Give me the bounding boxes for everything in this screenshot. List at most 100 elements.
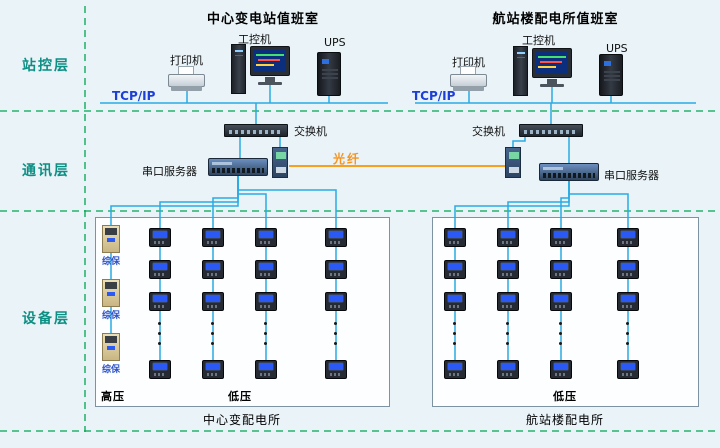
- meter-buttons: [330, 273, 342, 276]
- power-meter-icon: [202, 260, 224, 279]
- meter-buttons: [260, 305, 272, 308]
- meter-screen: [554, 295, 568, 302]
- meter-screen: [259, 363, 273, 370]
- meter-buttons: [502, 273, 514, 276]
- ellipsis-dot: [559, 342, 562, 345]
- station-title-left: 中心变电站值班室: [206, 12, 319, 27]
- switch-icon-left: [224, 124, 288, 137]
- ellipsis-dot: [626, 332, 629, 335]
- low-voltage-label: 低压: [228, 390, 252, 403]
- meter-buttons: [330, 373, 342, 376]
- meter-screen: [153, 363, 167, 370]
- meter-screen: [554, 363, 568, 370]
- power-meter-icon: [550, 360, 572, 379]
- serial-server-label-left: 串口服务器: [142, 165, 197, 178]
- ellipsis-dot: [506, 322, 509, 325]
- meter-buttons: [260, 273, 272, 276]
- power-meter-icon: [497, 260, 519, 279]
- meter-buttons: [207, 305, 219, 308]
- meter-screen: [329, 295, 343, 302]
- meter-screen: [206, 231, 220, 238]
- meter-screen: [206, 263, 220, 270]
- power-meter-icon: [617, 228, 639, 247]
- power-meter-icon: [444, 228, 466, 247]
- meter-buttons: [502, 373, 514, 376]
- power-meter-icon: [149, 260, 171, 279]
- meter-buttons: [555, 373, 567, 376]
- meter-screen: [448, 363, 462, 370]
- power-meter-icon: [202, 228, 224, 247]
- meter-buttons: [622, 305, 634, 308]
- ellipsis-dot: [506, 332, 509, 335]
- device-box-caption-right: 航站楼配电所: [525, 413, 604, 427]
- switch-icon-right: [519, 124, 583, 137]
- fiber-label: 光纤: [333, 152, 362, 166]
- ellipsis-dot: [264, 342, 267, 345]
- ellipsis-dot: [211, 332, 214, 335]
- pc-tower-icon: [231, 44, 246, 94]
- power-meter-icon: [255, 292, 277, 311]
- fiber-converter-icon-right: [505, 147, 521, 178]
- printer-label-left: 打印机: [170, 54, 203, 67]
- meter-buttons: [260, 241, 272, 244]
- power-meter-icon: [444, 260, 466, 279]
- serial-fan-left-4: [237, 176, 337, 369]
- layer-label-device: 设备层: [22, 311, 70, 327]
- protection-relay-label: 综保: [102, 365, 121, 375]
- ellipsis-dot: [559, 332, 562, 335]
- ellipsis-dot: [559, 322, 562, 325]
- serial-server-label-right: 串口服务器: [604, 169, 659, 182]
- pc-tower-icon: [513, 46, 528, 96]
- pc-label-left: 工控机: [238, 33, 271, 46]
- ellipsis-dot: [334, 322, 337, 325]
- power-meter-icon: [149, 360, 171, 379]
- meter-screen: [621, 363, 635, 370]
- power-meter-icon: [325, 292, 347, 311]
- power-meter-icon: [325, 228, 347, 247]
- power-meter-icon: [550, 260, 572, 279]
- meter-screen: [448, 263, 462, 270]
- monitor-screen: [536, 52, 568, 74]
- ups-label-left: UPS: [324, 36, 346, 49]
- station-title-right: 航站楼配电所值班室: [492, 12, 619, 27]
- meter-buttons: [154, 273, 166, 276]
- power-meter-icon: [255, 360, 277, 379]
- printer-label-right: 打印机: [452, 56, 485, 69]
- monitor-stand: [265, 77, 275, 82]
- power-meter-icon: [617, 260, 639, 279]
- switch-to-converter-right: [512, 137, 526, 147]
- meter-screen: [554, 231, 568, 238]
- meter-screen: [501, 231, 515, 238]
- power-meter-icon: [444, 292, 466, 311]
- ellipsis-dot: [158, 322, 161, 325]
- meter-buttons: [449, 241, 461, 244]
- power-meter-icon: [202, 292, 224, 311]
- printer-base: [453, 86, 484, 91]
- printer-icon: [167, 66, 207, 92]
- ellipsis-dot: [211, 342, 214, 345]
- meter-buttons: [449, 273, 461, 276]
- tcpip-label-right: TCP/IP: [412, 89, 456, 103]
- power-meter-icon: [497, 228, 519, 247]
- device-box-caption-left: 中心变配电所: [202, 413, 281, 427]
- meter-buttons: [622, 273, 634, 276]
- protection-relay-icon: [102, 333, 120, 361]
- meter-buttons: [207, 373, 219, 376]
- switch-label-right: 交换机: [472, 125, 505, 138]
- power-meter-icon: [325, 360, 347, 379]
- meter-screen: [621, 263, 635, 270]
- ups-icon: [317, 52, 341, 96]
- meter-screen: [259, 231, 273, 238]
- meter-screen: [501, 263, 515, 270]
- meter-screen: [329, 263, 343, 270]
- meter-buttons: [555, 241, 567, 244]
- meter-screen: [501, 295, 515, 302]
- meter-screen: [259, 295, 273, 302]
- ellipsis-dot: [626, 342, 629, 345]
- ellipsis-dot: [158, 332, 161, 335]
- power-meter-icon: [255, 260, 277, 279]
- tcpip-label-left: TCP/IP: [112, 89, 156, 103]
- meter-screen: [153, 263, 167, 270]
- layer-label-communication: 通讯层: [22, 163, 70, 179]
- serial-server-icon-left: [208, 158, 268, 176]
